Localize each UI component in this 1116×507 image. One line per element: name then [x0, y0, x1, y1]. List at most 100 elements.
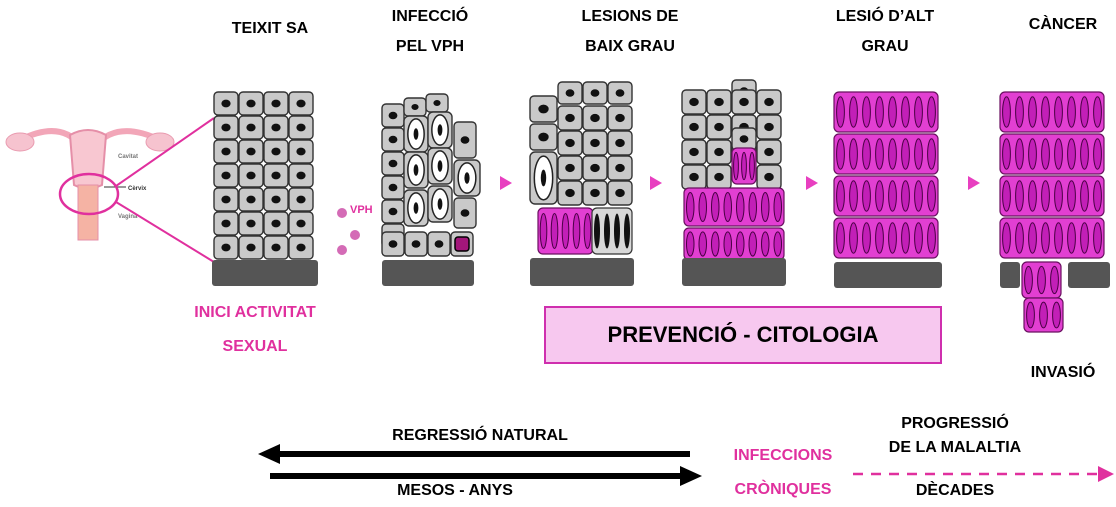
- chronic-line: CRÒNIQUES: [734, 481, 832, 498]
- tissue-hpv-infection: [381, 93, 481, 286]
- healthy-cell: [582, 155, 608, 181]
- healthy-cell: [582, 105, 608, 131]
- healthy-cell: [756, 89, 782, 115]
- invasion-label: INVASIÓ: [1030, 364, 1096, 381]
- healthy-cell: [238, 187, 264, 212]
- healthy-cell: [288, 235, 314, 260]
- svg-text:Vagina: Vagina: [118, 214, 138, 220]
- stage-title-line: PEL VPH: [395, 38, 465, 55]
- stage-title-line: LESIÓ D’ALT: [835, 8, 935, 25]
- abnormal-cell-row: [1021, 261, 1062, 299]
- basement-membrane: [530, 258, 634, 286]
- zoom-callout: [58, 117, 215, 263]
- virus-particles: [337, 208, 360, 255]
- healthy-cell: [381, 151, 405, 176]
- progression-time-label: DÈCADES: [915, 482, 995, 499]
- healthy-cell: [213, 211, 239, 236]
- koilocyte-cell: [427, 111, 453, 149]
- stage-arrow-icon: [500, 176, 512, 190]
- healthy-cell: [213, 235, 239, 260]
- healthy-cell: [288, 91, 314, 116]
- healthy-cell: [756, 114, 782, 140]
- healthy-cell: [756, 164, 782, 190]
- healthy-cell: [263, 187, 289, 212]
- tissue-low-grade: [529, 81, 634, 286]
- infected-basal-cell: [450, 231, 474, 257]
- healthy-cell: [238, 139, 264, 164]
- abnormal-cell-row: [999, 133, 1105, 175]
- stage-arrow-icon: [968, 176, 980, 190]
- stage-title-cancer: CÀNCER: [1010, 10, 1116, 40]
- abnormal-cell-row: [731, 147, 757, 185]
- healthy-cell: [557, 81, 583, 105]
- healthy-cell: [453, 197, 477, 229]
- healthy-cell: [582, 180, 608, 206]
- regression-time-label: MESOS - ANYS: [397, 482, 513, 499]
- abnormal-cell-row: [999, 217, 1105, 259]
- stage-arrow-icon: [650, 176, 662, 190]
- healthy-cell: [557, 180, 583, 206]
- prevention-box: PREVENCIÓ - CITOLOGIA: [544, 306, 942, 364]
- regression-label: REGRESSIÓ NATURAL: [392, 427, 568, 444]
- healthy-cell: [238, 115, 264, 140]
- koilocyte-cell: [403, 151, 429, 189]
- virus-label: VPH: [350, 204, 373, 216]
- svg-text:Cavitat: Cavitat: [118, 154, 138, 160]
- stage-title-healthy: TEIXIT SA: [205, 14, 335, 44]
- healthy-cell: [403, 97, 427, 117]
- healthy-cell: [582, 81, 608, 105]
- koilocyte-cell: [453, 159, 481, 197]
- abnormal-cell-row: [999, 91, 1105, 133]
- basement-membrane: [1000, 262, 1020, 288]
- healthy-cell: [263, 91, 289, 116]
- healthy-cell: [238, 211, 264, 236]
- healthy-cell: [607, 105, 633, 131]
- koilocyte-cell: [403, 189, 429, 227]
- healthy-cell: [731, 127, 757, 151]
- healthy-cell: [427, 231, 451, 257]
- healthy-cell: [288, 211, 314, 236]
- stage-title-line: BAIX GRAU: [585, 38, 675, 55]
- chronic-infections-label: INFECCIONS CRÒNIQUES: [708, 439, 858, 507]
- healthy-cell: [288, 163, 314, 188]
- abnormal-cell-row: [833, 217, 939, 259]
- healthy-cell: [557, 130, 583, 156]
- stage-arrow-icon: [806, 176, 818, 190]
- onset-line: INICI ACTIVITAT: [194, 304, 316, 321]
- healthy-cell: [557, 105, 583, 131]
- dark-nucleus-cell-row: [591, 207, 633, 255]
- koilocyte-cell: [427, 147, 453, 185]
- healthy-cell: [263, 163, 289, 188]
- basement-membrane: [382, 260, 474, 286]
- healthy-cell: [681, 139, 707, 165]
- healthy-cell: [706, 164, 732, 190]
- healthy-cell: [425, 93, 449, 113]
- healthy-cell: [607, 130, 633, 156]
- healthy-cell: [404, 231, 428, 257]
- abnormal-cell-row: [833, 175, 939, 217]
- healthy-cell: [213, 163, 239, 188]
- healthy-cell: [238, 91, 264, 116]
- healthy-cell: [381, 127, 405, 152]
- tissue-cancer: [999, 91, 1110, 333]
- abnormal-cell-row: [833, 133, 939, 175]
- healthy-cell: [529, 123, 558, 151]
- progression-line: DE LA MALALTIA: [888, 439, 1022, 456]
- healthy-cell: [706, 114, 732, 140]
- abnormal-cell-row: [833, 91, 939, 133]
- chronic-line: INFECCIONS: [733, 447, 833, 464]
- stage-title-line: LESIONS DE: [581, 8, 679, 25]
- abnormal-cell-row: [683, 227, 785, 261]
- onset-label: INICI ACTIVITAT SEXUAL: [160, 296, 350, 364]
- abnormal-cell-row: [683, 187, 785, 227]
- healthy-cell: [263, 211, 289, 236]
- koilocyte-cell: [403, 115, 429, 153]
- abnormal-cell-row: [537, 207, 594, 255]
- tissue-transition: [681, 79, 786, 286]
- stage-title-line: TEIXIT SA: [231, 20, 309, 37]
- healthy-cell: [381, 103, 405, 128]
- healthy-cell: [582, 130, 608, 156]
- healthy-cell: [263, 139, 289, 164]
- healthy-cell: [213, 139, 239, 164]
- abnormal-cell-row: [999, 175, 1105, 217]
